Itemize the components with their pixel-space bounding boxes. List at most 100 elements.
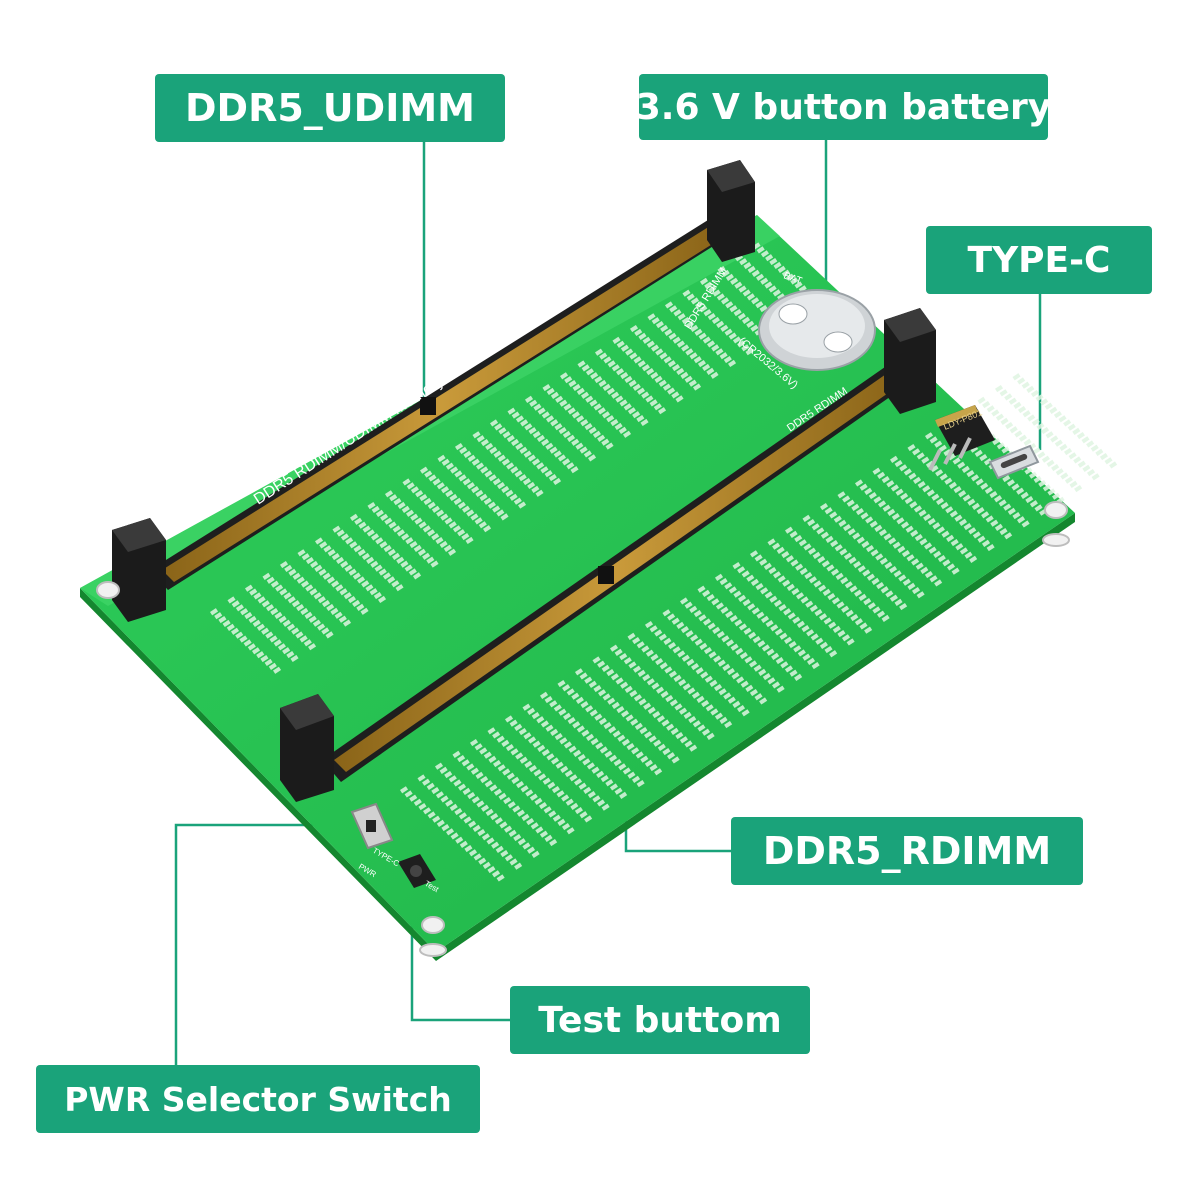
led-pad [313, 592, 322, 600]
led-pad [432, 478, 441, 486]
led-pad [601, 664, 610, 672]
led-pad [955, 543, 964, 551]
led-pad [806, 629, 815, 637]
led-pad [597, 799, 606, 807]
led-pad [1109, 461, 1118, 469]
led-pad [510, 438, 520, 447]
led-pad [226, 623, 235, 631]
led-pad [803, 543, 812, 551]
led-pad [755, 301, 764, 309]
led-pad [791, 587, 800, 596]
led-pad [528, 427, 537, 435]
led-pad [676, 367, 685, 376]
led-pad [527, 846, 536, 854]
led-pad [349, 513, 359, 521]
led-pad [715, 348, 724, 356]
led-pad [465, 536, 474, 545]
led-pad [723, 692, 732, 700]
led-pad [461, 532, 470, 541]
led-pad [583, 450, 592, 458]
led-pad [279, 588, 288, 596]
led-pad [501, 739, 510, 747]
led-pad [763, 562, 772, 570]
led-pad [745, 348, 754, 356]
led-pad [535, 826, 544, 834]
standoff-right [1044, 501, 1068, 519]
led-pad [855, 507, 864, 516]
led-pad [1018, 405, 1027, 414]
callout-pwr-selector-switch: PWR Selector Switch [36, 1065, 480, 1133]
led-pad [461, 759, 470, 767]
led-pad [728, 332, 737, 340]
led-pad [896, 517, 905, 525]
led-pad [536, 716, 545, 724]
led-pad [768, 285, 777, 293]
led-pad [963, 522, 972, 531]
led-pad [371, 505, 380, 514]
led-pad [893, 570, 902, 578]
led-pad [794, 534, 803, 543]
led-pad [312, 619, 321, 627]
led-pad [738, 594, 747, 602]
led-pad [863, 597, 872, 606]
led-pad [592, 430, 601, 438]
led-pad [697, 724, 706, 732]
led-pad [981, 511, 990, 519]
led-pad [462, 478, 471, 486]
led-pad [990, 519, 999, 527]
led-pad [585, 705, 594, 713]
led-pad [608, 726, 617, 734]
led-pad [724, 582, 733, 590]
led-pad [610, 418, 619, 427]
led-pad [476, 462, 485, 470]
led-pad [1021, 381, 1030, 389]
led-pad [507, 407, 516, 415]
led-pad [695, 301, 704, 309]
led-pad [774, 628, 783, 636]
led-pad [436, 819, 445, 827]
led-pad [889, 565, 898, 574]
led-pad [735, 647, 744, 655]
led-pad [921, 456, 930, 464]
callout-type-c: TYPE-C [926, 226, 1152, 294]
led-pad [686, 293, 695, 301]
led-pad [503, 796, 512, 805]
led-pad [646, 678, 655, 686]
led-pad [690, 297, 699, 305]
led-pad [496, 874, 505, 882]
led-pad [597, 434, 606, 442]
led-pad [1045, 431, 1054, 439]
led-pad [353, 545, 362, 553]
led-pad [522, 703, 531, 711]
led-pad [760, 250, 769, 258]
led-pad [962, 494, 971, 502]
led-pad [672, 646, 681, 654]
led-pad [570, 466, 579, 474]
led-pad [865, 544, 875, 553]
led-pad [508, 829, 517, 837]
led-pad [560, 372, 569, 380]
led-pad [752, 635, 761, 644]
led-pad [705, 704, 714, 712]
led-pad [300, 607, 309, 616]
led-pad [1091, 473, 1100, 481]
led-pad [720, 606, 729, 614]
led-pad [441, 823, 450, 832]
led-pad [667, 387, 676, 395]
led-pad [541, 411, 550, 419]
led-pad [706, 593, 715, 602]
led-pad [541, 748, 550, 757]
led-pad [643, 702, 652, 710]
led-pad [882, 504, 891, 512]
led-pad [595, 348, 604, 356]
type-c-connector [988, 444, 1040, 480]
standoff-left [96, 581, 120, 599]
led-pad [562, 458, 571, 466]
led-pad [1012, 511, 1021, 520]
led-pad [1050, 435, 1059, 443]
led-pad [673, 309, 682, 317]
led-pad [423, 807, 432, 815]
led-pad [360, 607, 369, 615]
led-pad [777, 265, 786, 273]
led-pad [585, 368, 594, 376]
